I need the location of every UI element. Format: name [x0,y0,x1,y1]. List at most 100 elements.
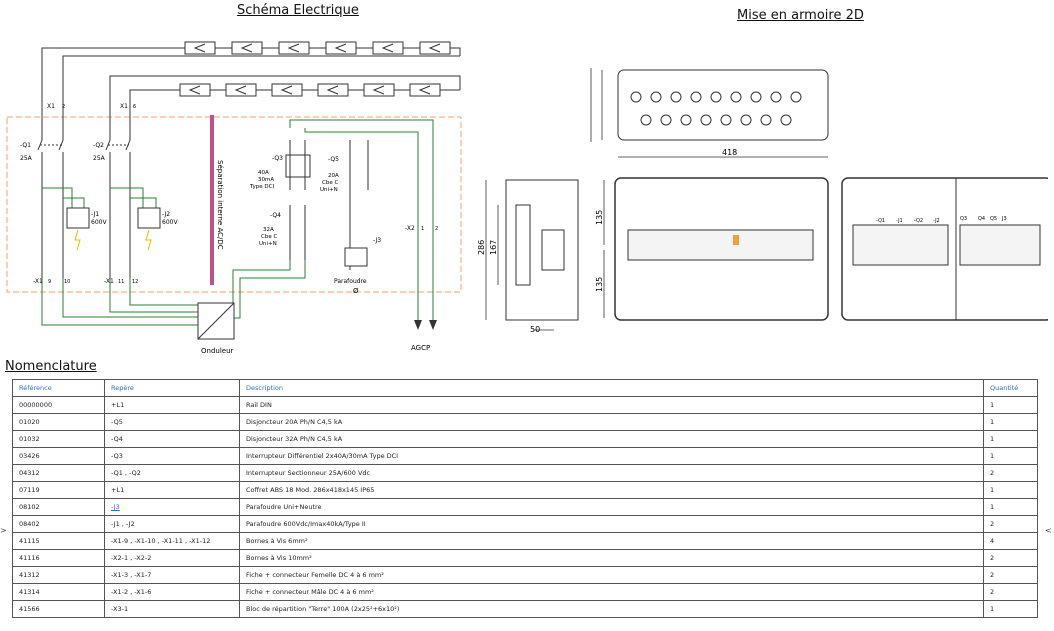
repere-link[interactable]: -J3 [111,503,120,511]
comp-q4: Q4 [978,216,985,222]
header-description: Description [239,379,984,397]
cabinet-2d-drawing: 418 286 167 50 135 135 -Q1 -J1 -Q2 -J2 Q… [478,68,1048,334]
comp-q5: Q5 [990,216,997,222]
x2-1: 1 [421,226,424,232]
diode-symbol [418,85,431,95]
cable-gland-hole [780,114,792,126]
pv-panel-symbol [363,83,395,97]
terminal-x1-9: -X1 [33,278,43,285]
j1-lightning-icon [74,229,81,251]
cable-gland-hole [680,114,692,126]
j2-voltage: 600V [162,219,178,226]
cabinet-top-view [617,69,829,141]
cable-gland-hole [750,91,762,103]
dim-50: 50 [530,325,540,334]
q4-label: -Q4 [270,212,281,219]
cable-gland-hole [690,91,702,103]
cell-reference: 01020 [12,413,105,431]
terminal-x1-11: -X1 [104,278,114,285]
cable-gland-hole [700,114,712,126]
cell-quantite: 1 [983,481,1038,499]
pv-panel-symbol [231,41,263,55]
right-side-mark: < [1045,526,1052,535]
pv-panel-symbol [372,41,404,55]
q3-desc-3: Type DCI [249,184,274,190]
j3-label: -J3 [373,237,381,244]
cell-quantite: 1 [983,413,1038,431]
cell-reference: 04312 [12,464,105,482]
q3-desc-2: 30mA [258,177,274,183]
left-side-mark: > [0,526,7,535]
cable-gland-hole [650,91,662,103]
cell-repere: -Q3 [104,447,240,465]
terminal-x1-11-num: 11 [118,279,124,285]
diode-symbol [372,85,385,95]
pv-string-1-return [62,55,460,125]
cell-description: Parafoudre Uni+Neutre [239,498,984,516]
terminal-x1-10-num: 10 [64,279,70,285]
cell-reference: 41312 [12,566,105,584]
cell-repere: -Q5 [104,413,240,431]
cell-description: Bloc de répartition "Terre" 100A (2x25²+… [239,600,984,618]
cell-quantite: 1 [983,396,1038,414]
cell-reference: 41566 [12,600,105,618]
cell-quantite: 2 [983,583,1038,601]
cell-quantite: 1 [983,447,1038,465]
diode-symbol [326,85,339,95]
comp-q2: -Q2 [914,218,923,224]
cell-description: Fiche + connecteur Mâle DC 4 à 6 mm² [239,583,984,601]
q3-label: -Q3 [272,155,283,162]
cell-reference: 41115 [12,532,105,550]
cell-repere: +L1 [104,481,240,499]
pv-panel-symbol [225,83,257,97]
diode-symbol [234,85,247,95]
diode-symbol [188,85,201,95]
cell-quantite: 1 [983,498,1038,516]
cell-reference: 41116 [12,549,105,567]
diode-symbol [280,85,293,95]
cell-quantite: 2 [983,515,1038,533]
cable-gland-hole [670,91,682,103]
inverter-label: Onduleur [201,347,234,355]
j1-label: -J1 [91,211,99,218]
diode-symbol [240,43,253,53]
terminal-x1-2-num: 2 [62,104,65,110]
cell-quantite: 1 [983,430,1038,448]
electrical-schematic: X1 2 X1 6 -Q1 25A -Q2 25A -J1 600V -J2 6… [6,41,462,355]
armoire-title: Mise en armoire 2D [737,8,864,23]
cell-description: Rail DIN [239,396,984,414]
cell-description: Parafoudre 600Vdc/Imax40kA/Type II [239,515,984,533]
dim-135-lower: 135 [595,277,604,292]
comp-q3: Q3 [960,216,967,222]
cable-gland-hole [720,114,732,126]
cell-quantite: 4 [983,532,1038,550]
switch-q2-label: -Q2 [93,142,104,149]
agcp-label: AGCP [411,344,430,352]
cell-description: Interrupteur Sectionneur 25A/600 Vdc [239,464,984,482]
cell-repere: -X3-1 [104,600,240,618]
switch-q1-rating: 25A [20,155,33,162]
pv-panel-symbol [325,41,357,55]
enclosure-outline [6,116,462,293]
dim-167: 167 [489,240,498,255]
terminal-x1-12-num: 12 [132,279,138,285]
cell-reference: 01032 [12,430,105,448]
nomenclature-table: Référence Repère Description Quantité 00… [12,379,1038,618]
cell-repere: -X2-1 , -X2-2 [104,549,240,567]
header-repere: Repère [104,379,240,397]
surge-arrester-j3 [344,247,368,267]
cell-description: Disjoncteur 20A Ph/N C4,5 kA [239,413,984,431]
cell-reference: 08102 [12,498,105,516]
pv-panel-symbol [419,41,451,55]
pv-panel-symbol [179,83,211,97]
q4-desc-1: 32A [263,227,274,233]
cell-repere: -X1-2 , -X1-6 [104,583,240,601]
